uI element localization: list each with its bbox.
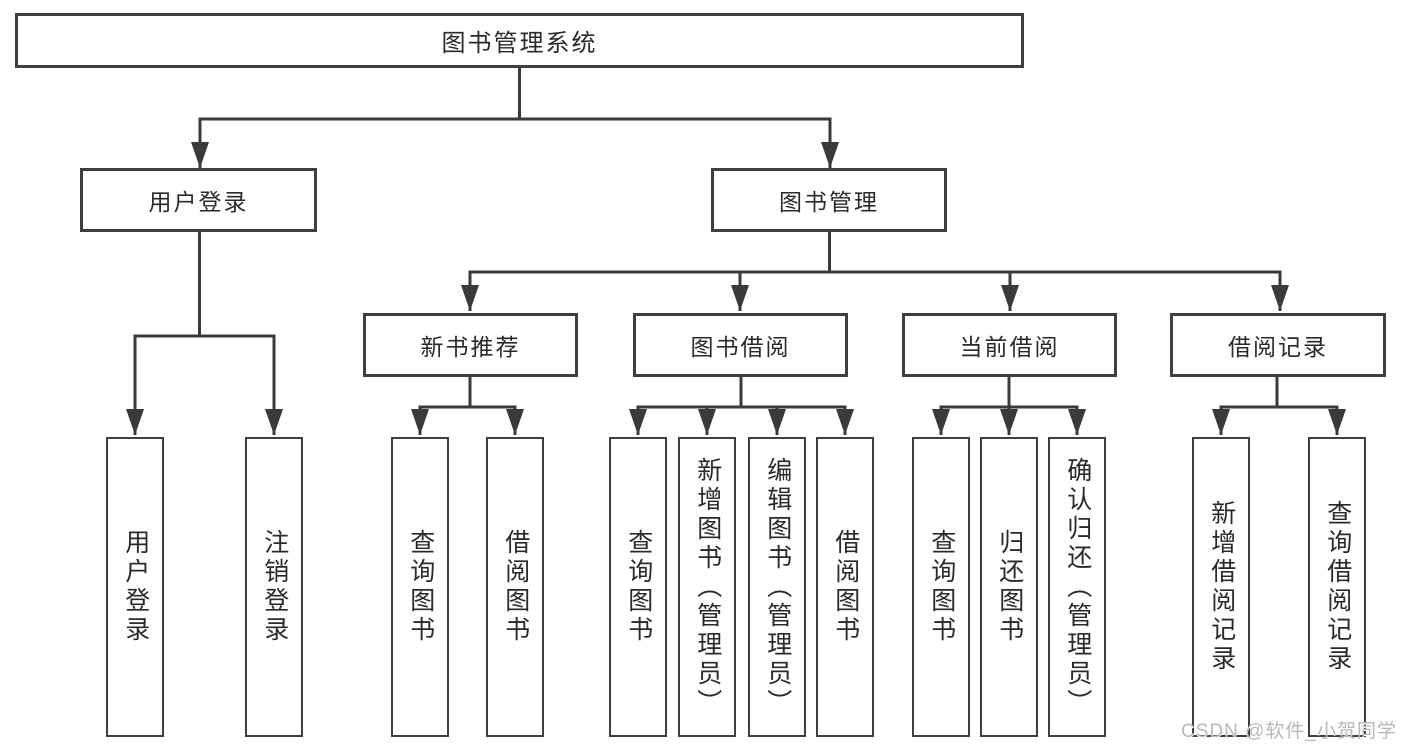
leaf-query-books-borrow: 查询图书 (609, 437, 667, 737)
leaf-edit-books-admin: 编辑图书（管理员） (748, 437, 806, 737)
node-book-management: 图书管理 (711, 168, 947, 232)
connector-root-to-level2 (191, 68, 839, 168)
csdn-watermark: CSDN @软件_小贺同学 (1181, 721, 1397, 742)
node-current-borrow: 当前借阅 (902, 313, 1117, 377)
node-root: 图书管理系统 (15, 13, 1024, 68)
connector-user-login-to-leaves (126, 232, 283, 435)
leaf-add-books-admin: 新增图书（管理员） (678, 437, 736, 737)
leaf-user-login: 用户登录 (106, 437, 164, 737)
node-user-login: 用户登录 (80, 168, 317, 232)
node-book-borrow: 图书借阅 (633, 313, 848, 377)
node-new-book-recommend: 新书推荐 (363, 313, 578, 377)
leaf-logout-login: 注销登录 (245, 437, 303, 737)
leaf-return-books: 归还图书 (980, 437, 1038, 737)
leaf-confirm-return-admin: 确认归还（管理员） (1048, 437, 1106, 737)
leaf-borrow-books: 借阅图书 (816, 437, 874, 737)
leaf-query-books-current: 查询图书 (912, 437, 970, 737)
connector-book-management-to-level3 (461, 232, 1289, 311)
connector-borrow-records-to-leaves (1212, 377, 1346, 435)
leaf-query-borrow-record: 查询借阅记录 (1308, 437, 1366, 737)
connector-current-borrow-to-leaves (932, 377, 1086, 435)
leaf-borrow-books-recommend: 借阅图书 (486, 437, 544, 737)
connector-book-borrow-to-leaves (629, 377, 854, 435)
node-borrow-records: 借阅记录 (1170, 313, 1386, 377)
connector-new-book-to-leaves (411, 377, 524, 435)
leaf-query-books-recommend: 查询图书 (391, 437, 449, 737)
leaf-add-borrow-record: 新增借阅记录 (1192, 437, 1250, 737)
